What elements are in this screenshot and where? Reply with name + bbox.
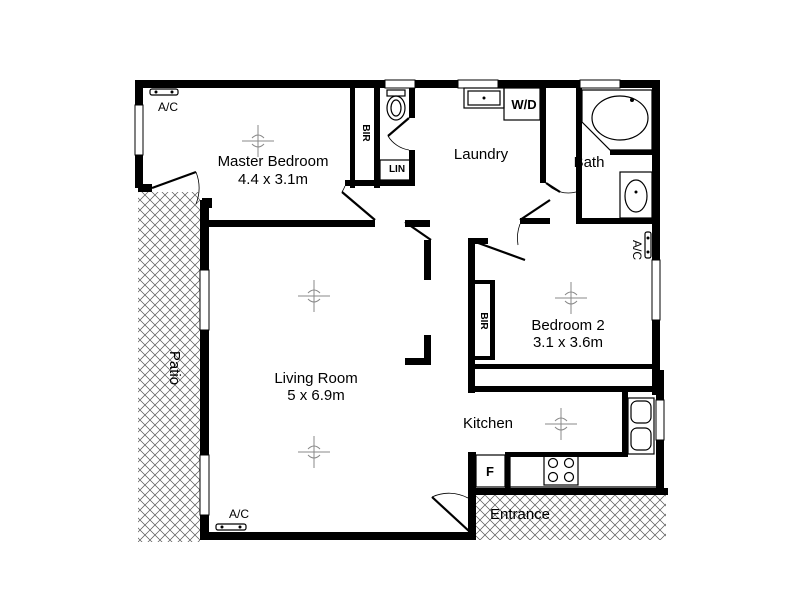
- basin-icon: [619, 171, 653, 219]
- linen-cupboard: [379, 159, 411, 181]
- lin-label: LIN: [389, 164, 405, 175]
- ceiling-light-icon: [297, 279, 331, 313]
- windows: [134, 79, 665, 516]
- kitchen-sink-icon: [627, 397, 655, 455]
- toilet-icon: [386, 89, 406, 121]
- ac-master-label: A/C: [158, 100, 178, 114]
- ac-bedroom2-label: A/C: [630, 240, 644, 260]
- washer-dryer: [503, 87, 541, 121]
- bedroom2-label: Bedroom 2: [531, 317, 604, 334]
- sink-icon: [463, 87, 505, 109]
- ceiling-light-icon: [297, 435, 331, 469]
- wd-label: W/D: [511, 97, 536, 112]
- entrance-label: Entrance: [490, 506, 550, 523]
- master-bedroom-label: Master Bedroom: [218, 153, 329, 170]
- bedroom2-size: 3.1 x 3.6m: [533, 334, 603, 351]
- entrance-area: [476, 494, 666, 540]
- laundry-label: Laundry: [454, 146, 509, 163]
- ceiling-light-icon: [544, 407, 578, 441]
- ac-living-label: A/C: [229, 507, 249, 521]
- ac-unit-icon: [215, 523, 247, 531]
- stove-icon: [543, 454, 579, 486]
- ac-unit-icon: [149, 88, 179, 96]
- master-bedroom-size: 4.4 x 3.1m: [238, 171, 308, 188]
- patio-label: Patio: [166, 351, 183, 385]
- kitchen-label: Kitchen: [463, 415, 513, 432]
- bir-master-label: BIR: [360, 124, 371, 142]
- fridge-label: F: [486, 464, 494, 479]
- bath-label: Bath: [574, 154, 605, 171]
- bir-bedroom2-label: BIR: [478, 312, 489, 330]
- living-room-label: Living Room: [274, 370, 357, 387]
- living-room-size: 5 x 6.9m: [287, 387, 345, 404]
- ac-unit-icon: [644, 231, 652, 259]
- doors: [151, 117, 577, 533]
- patio-area: [138, 192, 200, 542]
- ceiling-light-icon: [554, 281, 588, 315]
- bathtub-icon: [581, 89, 653, 151]
- fridge: [475, 454, 506, 488]
- walls: [135, 80, 668, 540]
